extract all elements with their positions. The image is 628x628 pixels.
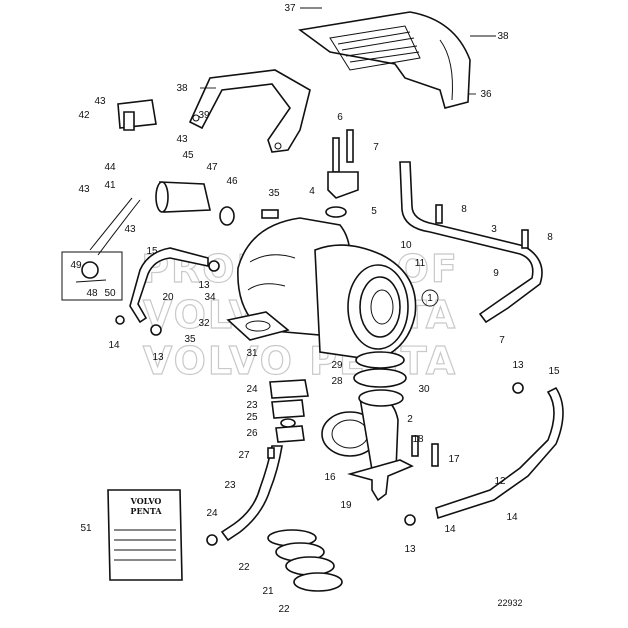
callout-25: 23 xyxy=(246,400,258,411)
callout-8a: 8 xyxy=(461,204,467,215)
callout-49: 49 xyxy=(70,260,82,271)
callout-22a: 22 xyxy=(238,562,250,573)
callout-10: 10 xyxy=(400,240,412,251)
callout-43a: 43 xyxy=(94,96,106,107)
callout-45: 45 xyxy=(182,150,194,161)
callout-50: 50 xyxy=(104,288,116,299)
callout-23: 23 xyxy=(224,480,236,491)
callout-15b: 15 xyxy=(548,366,560,377)
callouts: 37 38 36 38 39 43 42 43 44 43 45 41 47 4… xyxy=(70,3,560,615)
bolts xyxy=(115,129,529,546)
callout-16: 16 xyxy=(324,472,336,483)
callout-43c: 43 xyxy=(78,184,90,195)
callout-36: 35 xyxy=(268,188,280,199)
callout-37: 36 xyxy=(480,89,492,100)
callout-38: 37 xyxy=(284,3,296,14)
callout-12: 12 xyxy=(494,476,506,487)
callout-13c: 13 xyxy=(512,360,524,371)
callout-43d: 43 xyxy=(124,224,136,235)
callout-27: 25 xyxy=(246,412,258,423)
callout-44: 44 xyxy=(104,162,116,173)
coolant-pipe xyxy=(435,386,564,520)
reference-number: 22932 xyxy=(497,598,522,608)
callout-1: 1 xyxy=(427,293,433,304)
callout-8b: 8 xyxy=(547,232,553,243)
support-bracket xyxy=(346,459,414,502)
callout-31: 29 xyxy=(331,360,343,371)
callout-41: 41 xyxy=(104,180,116,191)
return-pipe xyxy=(220,445,283,542)
callout-38b: 38 xyxy=(497,31,509,42)
callout-6: 6 xyxy=(337,112,343,123)
callout-34: 32 xyxy=(198,318,210,329)
callout-30: 28 xyxy=(331,376,343,387)
callout-33: 31 xyxy=(246,348,258,359)
callout-22b: 22 xyxy=(278,604,290,615)
intake-pipe xyxy=(89,197,141,256)
callout-14b: 14 xyxy=(444,524,456,535)
callout-26: 24 xyxy=(246,384,258,395)
turbocharger xyxy=(237,217,417,361)
watermark-line-3: VOLVO PENTA xyxy=(143,339,457,383)
callout-5: 5 xyxy=(371,206,377,217)
water-pipe xyxy=(399,161,543,324)
callout-20: 20 xyxy=(162,292,174,303)
callout-7b: 7 xyxy=(499,335,505,346)
callout-19: 19 xyxy=(340,500,352,511)
callout-47: 47 xyxy=(206,162,218,173)
callout-29: 27 xyxy=(238,450,250,461)
callout-13b: 13 xyxy=(152,352,164,363)
callout-46: 46 xyxy=(226,176,238,187)
callout-39: 38 xyxy=(176,83,188,94)
callout-51: 51 xyxy=(80,523,92,534)
heat-shield xyxy=(297,11,471,109)
callout-28: 26 xyxy=(246,428,258,439)
callout-13a: 13 xyxy=(198,280,210,291)
manual-title-line-2: PENTA xyxy=(130,506,162,516)
callout-15a: 15 xyxy=(146,246,158,257)
manual-book: VOLVO PENTA xyxy=(107,489,183,581)
callout-9: 9 xyxy=(493,268,499,279)
callout-40: 39 xyxy=(198,110,210,121)
callout-7a: 7 xyxy=(373,142,379,153)
callout-13d: 13 xyxy=(404,544,416,555)
callout-35b: 35 xyxy=(184,334,196,345)
oil-pipe xyxy=(129,247,209,324)
callout-43b: 43 xyxy=(176,134,188,145)
flange-stack xyxy=(269,379,309,443)
callout-21: 21 xyxy=(262,586,274,597)
clamp-rings xyxy=(353,351,407,388)
callout-3: 3 xyxy=(491,224,497,235)
callout-35a: 34 xyxy=(204,292,216,303)
detail-box xyxy=(61,251,123,301)
callout-17: 17 xyxy=(448,454,460,465)
exhaust-elbow xyxy=(321,389,404,471)
turbo-flange xyxy=(226,311,290,341)
callout-14a: 14 xyxy=(108,340,120,351)
solenoid-valve xyxy=(117,99,157,131)
callout-24: 24 xyxy=(206,508,218,519)
callout-2: 2 xyxy=(407,414,413,425)
manual-title-line-1: VOLVO xyxy=(130,496,162,506)
callout-42: 42 xyxy=(78,110,90,121)
seal-rings xyxy=(267,529,343,592)
callout-4: 4 xyxy=(309,186,315,197)
callout-14c: 14 xyxy=(506,512,518,523)
callout-48: 48 xyxy=(86,288,98,299)
callout-18: 18 xyxy=(412,434,424,445)
callout-32: 30 xyxy=(418,384,430,395)
wastegate-actuator xyxy=(155,181,235,226)
bracket xyxy=(188,69,311,153)
callout-11: 11 xyxy=(415,258,426,269)
